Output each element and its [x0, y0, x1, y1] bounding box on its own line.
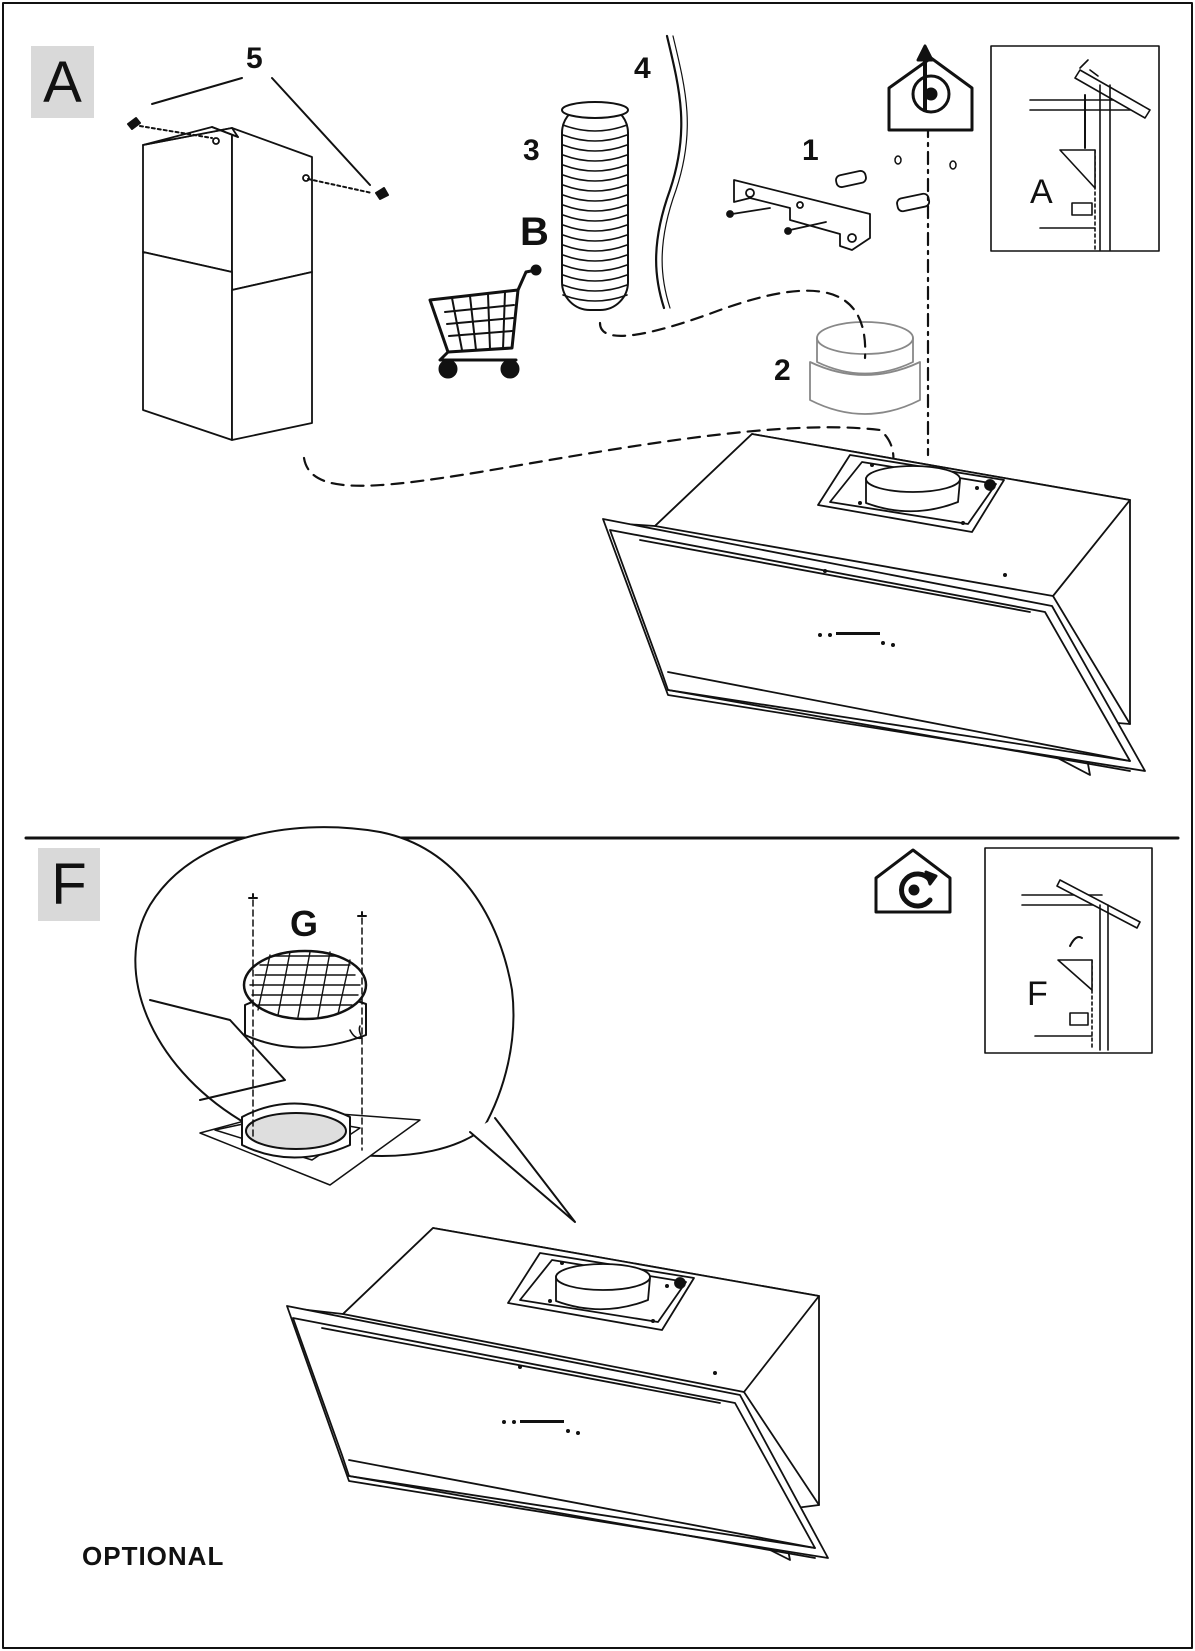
power-cable-outline — [661, 35, 688, 309]
callout-collar: 2 — [774, 354, 791, 387]
shopping-cart-icon — [428, 264, 542, 379]
wall-plugs — [726, 170, 931, 235]
callout-filter: G — [290, 903, 319, 944]
inset-a-label: A — [1030, 173, 1053, 211]
power-cable — [655, 34, 683, 310]
callout-cable: 4 — [634, 52, 651, 85]
inset-f-label: F — [1027, 975, 1048, 1013]
section-a-label: A — [31, 46, 94, 118]
cooker-hood-bottom — [286, 1227, 829, 1561]
callout-screws: 5 — [246, 42, 263, 75]
house-fan-exhaust-icon — [887, 44, 974, 132]
assembly-guides — [302, 123, 930, 487]
extraction-inset — [990, 45, 1160, 252]
wall-bracket — [733, 179, 871, 251]
wall-holes — [894, 155, 957, 170]
callout-bracket: 1 — [802, 134, 819, 167]
flexible-duct — [561, 101, 629, 311]
callout-duct: 3 — [523, 134, 540, 167]
optional-label: OPTIONAL — [82, 1541, 225, 1571]
detail-magnifier — [134, 826, 576, 1223]
recirculation-inset — [984, 847, 1153, 1054]
chimney-cover — [142, 126, 313, 441]
callout-buy-separately: B — [520, 210, 549, 254]
house-recirculation-icon — [874, 848, 952, 914]
screws — [127, 77, 389, 200]
section-f-label: F — [38, 848, 100, 921]
cooker-hood-top — [602, 433, 1146, 776]
